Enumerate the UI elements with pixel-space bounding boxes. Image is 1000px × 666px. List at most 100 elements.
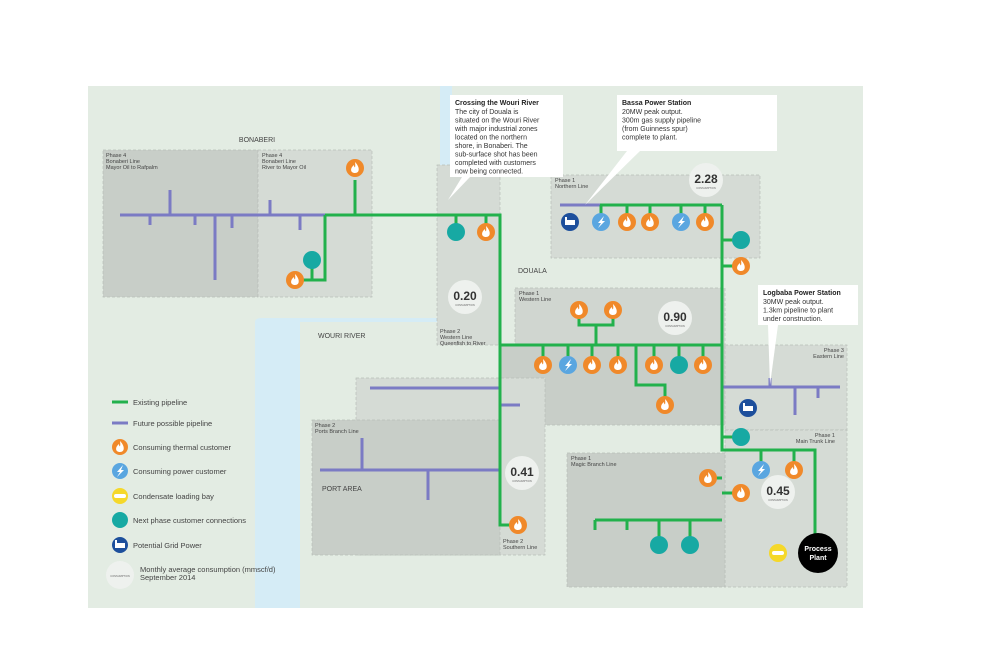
thermal-icon	[699, 469, 717, 487]
legend-label: Consuming thermal customer	[133, 443, 231, 452]
callout-text: now being connected.	[455, 169, 523, 176]
callout-text: complete to plant.	[622, 135, 677, 142]
consumption-bubbles: 2.28CONSUMPTION0.20CONSUMPTION0.90CONSUM…	[448, 163, 795, 509]
zone-western-queenfish	[436, 164, 501, 346]
zone-label: Phase 1	[519, 291, 539, 297]
callout-text: shore, in Bonaberi. The	[455, 143, 528, 150]
area-labels: BONABERI DOUALA WOURI RIVER PORT AREA	[239, 137, 547, 493]
consumption-value: 0.90	[663, 310, 687, 324]
zone-label: Phase 1	[571, 456, 591, 462]
zone-label: Western Line	[440, 335, 472, 341]
consumption-value: 2.28	[694, 172, 718, 186]
grid-icon	[112, 537, 128, 553]
thermal-icon	[694, 356, 712, 374]
power-icon	[592, 213, 610, 231]
callout-text: under construction.	[763, 316, 823, 323]
next-icon	[303, 251, 321, 269]
legend-label: September 2014	[140, 573, 195, 582]
thermal-icon	[112, 439, 128, 455]
thermal-icon	[570, 301, 588, 319]
callout-text: 20MW peak output.	[622, 109, 683, 116]
legend-label: Condensate loading bay	[133, 492, 214, 501]
power-icon	[559, 356, 577, 374]
zone-label: Ports Branch Line	[315, 429, 359, 435]
callout-text: 1.3km pipeline to plant	[763, 308, 833, 315]
grid-icon	[739, 399, 757, 417]
consumption-value: 0.20	[453, 289, 477, 303]
callout-text: 30MW peak output.	[763, 299, 824, 306]
callout-text: 300m gas supply pipeline	[622, 118, 701, 125]
thermal-icon	[618, 213, 636, 231]
zone-label: Phase 2	[440, 329, 460, 335]
thermal-icon	[604, 301, 622, 319]
consumption-unit: CONSUMPTION	[455, 303, 475, 307]
legend-label: Monthly average consumption (mmscf/d)	[140, 565, 276, 574]
legend-label: Potential Grid Power	[133, 541, 202, 550]
zone-label: Queenfish to River	[440, 341, 486, 347]
next-icon	[732, 231, 750, 249]
callout-text: with major industrial zones	[454, 126, 538, 133]
thermal-icon	[477, 223, 495, 241]
existing-pipelines	[300, 180, 817, 545]
callout-title: Bassa Power Station	[622, 100, 691, 107]
thermal-icon	[609, 356, 627, 374]
zone-label: Northern Line	[555, 184, 588, 190]
area-wouri-river: WOURI RIVER	[318, 333, 365, 340]
thermal-icon	[583, 356, 601, 374]
power-icon	[752, 461, 770, 479]
zone-label: Phase 3	[824, 348, 844, 354]
callout-text: (from Guinness spur)	[622, 126, 688, 133]
next-icon	[670, 356, 688, 374]
zone-label: Phase 1	[815, 433, 835, 439]
next-icon	[681, 536, 699, 554]
zone-label: Southern Line	[503, 545, 537, 551]
callout-text: located on the northern	[455, 135, 527, 142]
process-plant-label: Process	[804, 546, 831, 553]
zone-label: River to Mayor Oil	[262, 165, 306, 171]
consumption-unit: CONSUMPTION	[696, 186, 716, 190]
power-icon	[672, 213, 690, 231]
consumption-unit: CONSUMPTION	[512, 479, 532, 483]
callout-text: sub-surface shot has been	[455, 152, 538, 159]
callout-text: The city of Douala is	[455, 109, 519, 116]
next-icon	[447, 223, 465, 241]
callout-text: situated on the Wouri River	[455, 118, 540, 125]
consumption-unit: CONSUMPTION	[768, 498, 788, 502]
zone-label: Phase 4	[106, 153, 126, 159]
thermal-icon	[645, 356, 663, 374]
zone-ports	[311, 419, 501, 556]
zone-label: Bonaberi Line	[106, 159, 140, 165]
area-bonaberi: BONABERI	[239, 137, 275, 144]
zone-label: Phase 2	[503, 539, 523, 545]
zone-label: Western Line	[519, 297, 551, 303]
callout-text: completed with customers	[455, 160, 536, 167]
legend-label: Existing pipeline	[133, 398, 187, 407]
zone-label: Phase 4	[262, 153, 282, 159]
consumption-value: 0.45	[766, 484, 790, 498]
consumption-value: 0.41	[510, 465, 534, 479]
zone-label: Magic Branch Line	[571, 462, 617, 468]
next-icon	[732, 428, 750, 446]
thermal-icon	[696, 213, 714, 231]
area-douala: DOUALA	[518, 268, 547, 275]
consumption-bubble-sample	[106, 561, 134, 589]
callout-title: Crossing the Wouri River	[455, 100, 539, 107]
thermal-icon	[785, 461, 803, 479]
thermal-icon	[534, 356, 552, 374]
grid-icon	[561, 213, 579, 231]
zone-bonaberi-rafpalm	[102, 149, 259, 298]
legend-label: Future possible pipeline	[133, 419, 212, 428]
thermal-icon	[641, 213, 659, 231]
zone-label: Mayor Oil to Rafpalm	[106, 165, 158, 171]
process-plant-label: Plant	[809, 555, 827, 562]
consumption-unit: CONSUMPTION	[665, 324, 685, 328]
callout-bassa: Bassa Power Station 20MW peak output. 300m…	[585, 95, 777, 205]
thermal-icon	[656, 396, 674, 414]
